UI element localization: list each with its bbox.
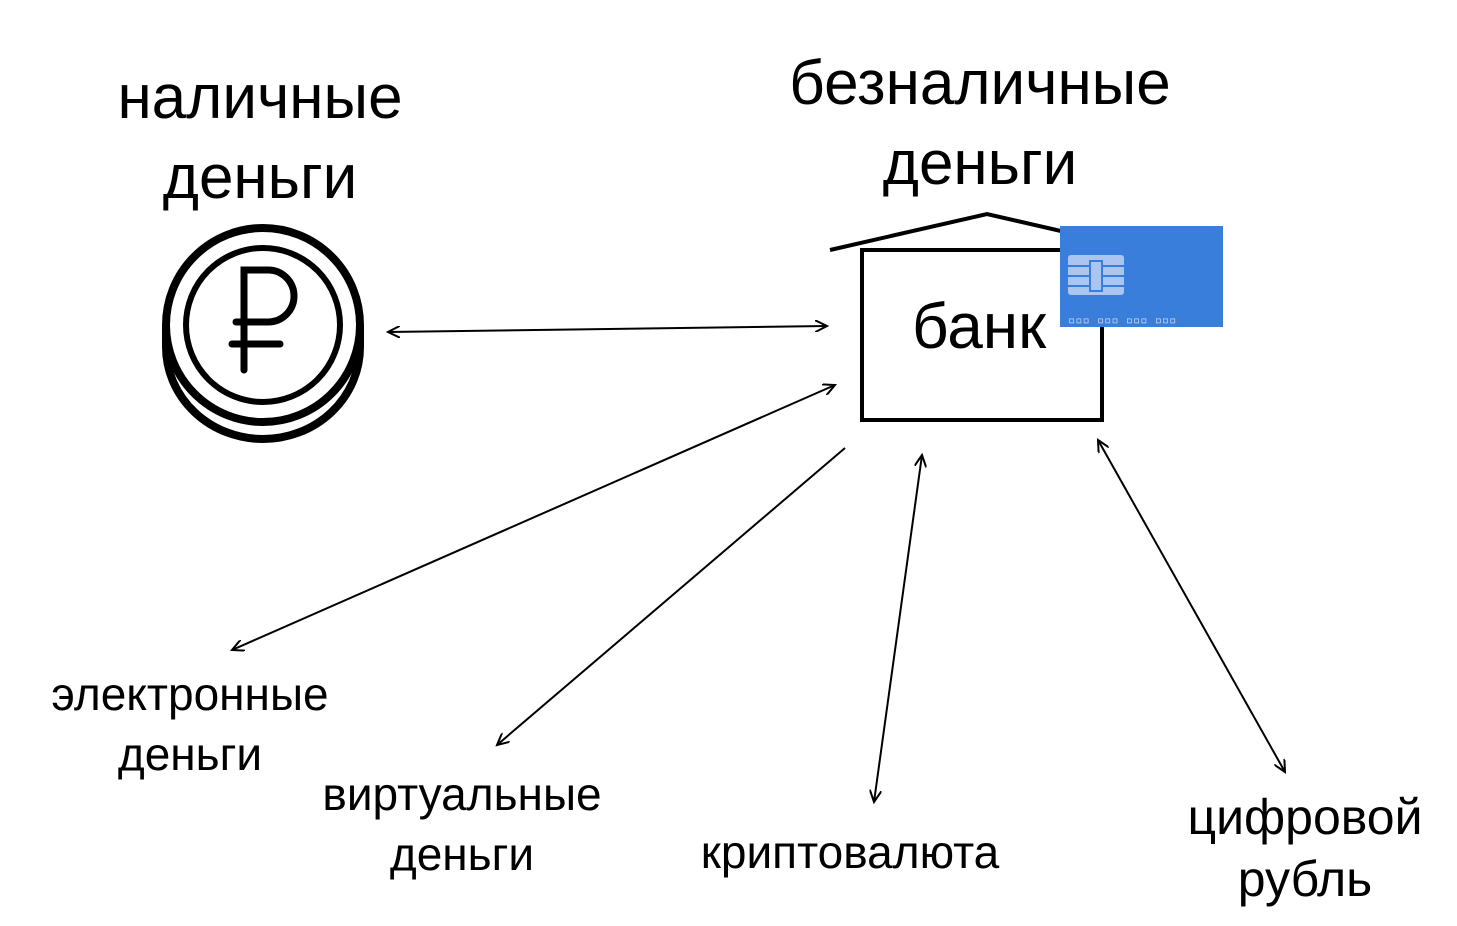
- arrow-bank-crypto: [874, 455, 922, 802]
- virtual-line1: виртуальные: [322, 768, 602, 820]
- arrow-bank-emoney: [232, 385, 835, 650]
- noncash-title-line2: деньги: [882, 129, 1078, 198]
- noncash-money-title: безналичные деньги: [730, 44, 1230, 204]
- bank-label: банк: [912, 290, 1047, 362]
- cryptocurrency-label: криптовалюта: [660, 822, 1040, 882]
- cash-money-title: наличные деньги: [60, 58, 460, 218]
- noncash-title-line1: безналичные: [789, 49, 1171, 118]
- cash-title-line2: деньги: [162, 143, 358, 212]
- bank-card-icon: ▫▫▫ ▫▫▫ ▫▫▫ ▫▫▫: [1060, 226, 1223, 327]
- card-chip-icon: [1066, 253, 1126, 297]
- electronic-money-label: электронные деньги: [10, 664, 370, 784]
- emoney-line2: деньги: [117, 728, 263, 780]
- digital-ruble-label: цифровой рубль: [1160, 786, 1450, 910]
- cash-title-line1: наличные: [117, 63, 403, 132]
- ruble-coin-icon: [162, 224, 364, 443]
- arrow-bank-virtual: [497, 447, 846, 745]
- arrow-cash-bank: [388, 326, 827, 332]
- emoney-line1: электронные: [51, 668, 329, 720]
- virtual-money-label: виртуальные деньги: [282, 764, 642, 884]
- digital-line1: цифровой: [1187, 789, 1423, 845]
- ruble-sign-icon: [228, 266, 298, 374]
- virtual-line2: деньги: [389, 828, 535, 880]
- card-number: ▫▫▫ ▫▫▫ ▫▫▫ ▫▫▫: [1068, 313, 1176, 327]
- digital-line2: рубль: [1237, 851, 1373, 907]
- arrow-bank-digital: [1098, 440, 1285, 772]
- crypto-line1: криптовалюта: [700, 826, 1000, 878]
